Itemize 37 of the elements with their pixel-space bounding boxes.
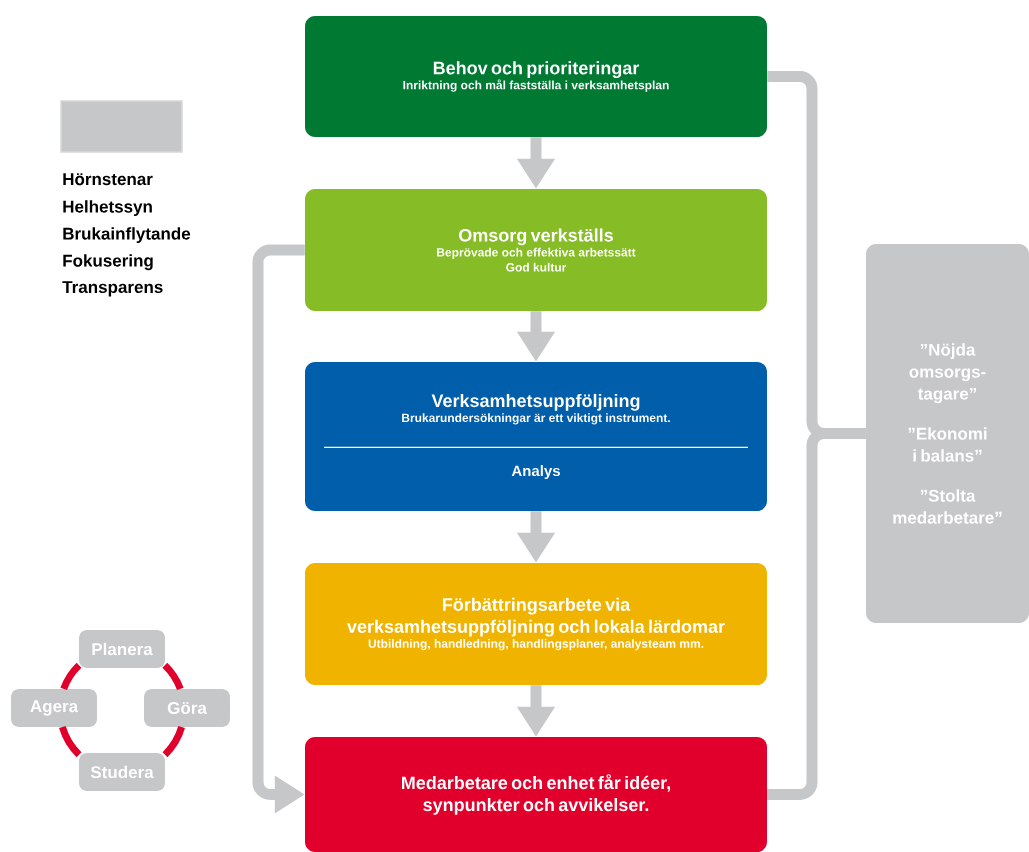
cycle-ring-arc	[162, 726, 185, 758]
goal-panel	[866, 244, 1029, 623]
goal-text: ”Stolta medarbetare”	[893, 489, 1002, 524]
process-box	[305, 737, 767, 852]
legend-text: Hörnstenar	[63, 173, 153, 186]
goal-text: ”Nöjda omsorgs-tagare”	[909, 343, 986, 404]
process-box	[305, 563, 767, 685]
step-label: Göra	[167, 702, 207, 714]
process-box	[305, 362, 767, 511]
section-text: Analys	[511, 465, 560, 480]
subtitle: Inriktning och mål fastställa i verksamhetsplan	[403, 79, 669, 92]
list-item: Fokusering	[63, 254, 153, 271]
list-item: Helhetssyn	[63, 200, 152, 217]
list-item: Transparens	[62, 281, 163, 297]
heading: Omsorg verkställs	[459, 228, 613, 246]
subtitle: Beprövade och effektiva arbetssätt	[437, 247, 636, 259]
cycle-step-box	[11, 689, 97, 727]
cycle-step-box	[144, 689, 230, 727]
step-label: Agera	[30, 700, 79, 716]
process-box	[305, 16, 767, 137]
subtitle: Utbildning, handledning, handlingsplaner, analysteam mm.	[368, 639, 704, 651]
heading: Verksamhetsuppföljning	[431, 393, 640, 411]
cycle-ring-arc	[162, 662, 184, 691]
cycle-step-box	[79, 753, 165, 791]
step-label: Studera	[90, 765, 154, 779]
process-box	[305, 189, 767, 311]
step-label: Planera	[92, 642, 153, 656]
subtitle: Brukarundersökningar är ett viktigt instrument.	[402, 413, 670, 425]
cycle-step-box	[79, 630, 165, 668]
list-item: Brukainflytande	[63, 227, 191, 244]
heading: Förbättringsarbete via verksamhetsuppföljning och lokala lärdomar	[347, 597, 725, 637]
heading: Behov och prioriteringar	[433, 61, 640, 79]
heading: Medarbetare och enhet får idéer, synpunkter och avvikelser.	[402, 774, 670, 815]
cycle-ring-arc	[60, 662, 82, 691]
goal-text: ”Ekonomi i balans”	[908, 427, 987, 462]
cycle-ring-arc	[59, 726, 82, 758]
subtitle: God kultur	[506, 262, 567, 272]
